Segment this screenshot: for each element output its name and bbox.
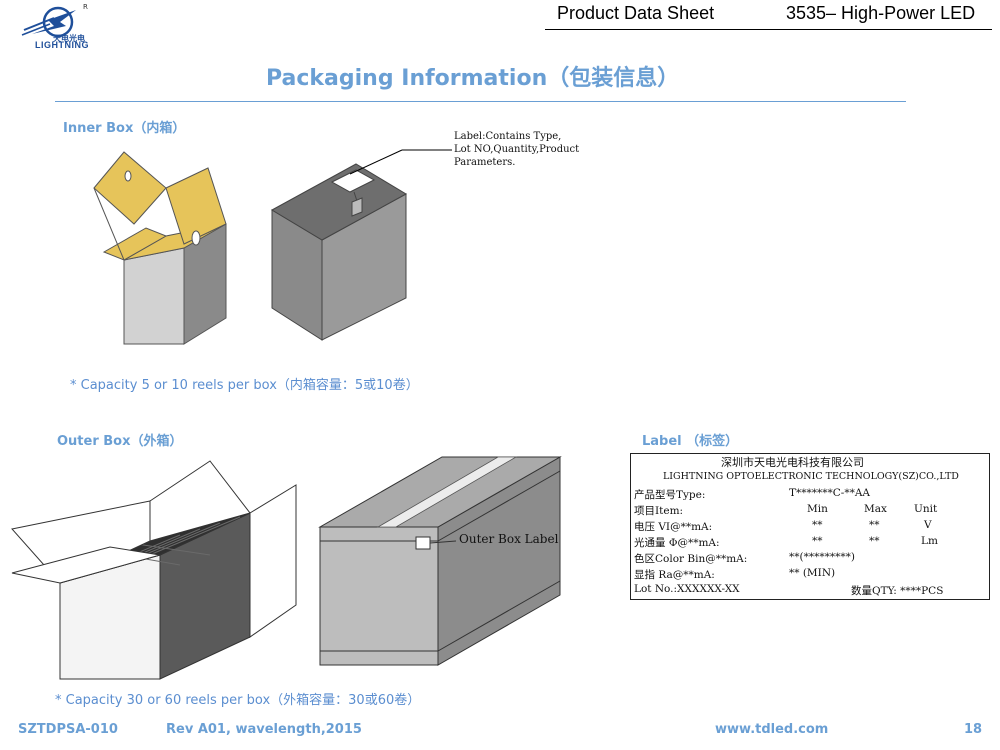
footer-website[interactable]: www.tdled.com xyxy=(715,722,829,737)
inner-box-closed-illustration xyxy=(270,163,408,341)
label-voltage-unit: V xyxy=(924,519,932,531)
label-ra-value: ** (MIN) xyxy=(789,567,836,579)
label-row-flux: 光通量 Φ@**mA: ** ** Lm xyxy=(631,535,989,551)
lightning-logo-icon xyxy=(21,6,76,38)
label-flux-name: 光通量 Φ@**mA: xyxy=(634,537,720,549)
label-voltage-max: ** xyxy=(869,519,880,531)
label-ra-label: 显指 Ra@**mA: xyxy=(634,569,715,581)
label-lot: Lot No.:XXXXXX-XX xyxy=(634,583,740,595)
label-row-color-bin: 色区Color Bin@**mA: **(*********) xyxy=(631,551,989,567)
label-company-en: LIGHTNING OPTOELECTRONIC TECHNOLOGY(SZ)C… xyxy=(663,471,959,482)
callout-line: Label:Contains Type, xyxy=(454,131,562,142)
label-heading: Label （标签） xyxy=(642,434,739,449)
header-rule xyxy=(545,29,992,30)
logo-registered-mark: R xyxy=(83,3,88,11)
logo-chinese-name: 天电光电 xyxy=(53,34,85,43)
label-type-label: 产品型号Type: xyxy=(634,489,706,501)
label-item-unit: Unit xyxy=(914,503,938,515)
label-row-ra: 显指 Ra@**mA: ** (MIN) xyxy=(631,567,989,583)
inner-box-capacity-caption: * Capacity 5 or 10 reels per box（内箱容量：5或… xyxy=(70,378,419,393)
label-item-name: 项目Item: xyxy=(634,505,684,517)
product-name: 3535– High-Power LED xyxy=(786,3,976,23)
label-voltage-min: ** xyxy=(812,519,823,531)
label-color-value: **(*********) xyxy=(789,551,855,563)
label-row-item-header: 项目Item: Min Max Unit xyxy=(631,503,989,519)
label-row-type: 产品型号Type: T*******C-**AA xyxy=(631,487,989,503)
label-row-company-cn: 深圳市天电光电科技有限公司 xyxy=(631,454,989,470)
callout-line: Lot NO,Quantity,Product xyxy=(454,144,580,155)
label-item-min: Min xyxy=(807,503,828,515)
logo-english-name: LIGHTNING xyxy=(35,40,89,50)
outer-box-capacity-caption: * Capacity 30 or 60 reels per box（外箱容量：3… xyxy=(55,693,421,708)
footer-page-number: 18 xyxy=(964,722,983,737)
label-type-value: T*******C-**AA xyxy=(789,487,871,499)
footer-doc-code: SZTDPSA-010 xyxy=(18,722,118,737)
outer-box-closed-illustration xyxy=(318,456,562,666)
outer-box-open-illustration xyxy=(11,460,297,680)
label-item-max: Max xyxy=(864,503,887,515)
product-label-sample: 深圳市天电光电科技有限公司 LIGHTNING OPTOELECTRONIC T… xyxy=(630,453,990,600)
label-flux-max: ** xyxy=(869,535,880,547)
footer-revision: Rev A01, wavelength,2015 xyxy=(166,722,362,737)
label-row-voltage: 电压 VI@**mA: ** ** V xyxy=(631,519,989,535)
label-color-label: 色区Color Bin@**mA: xyxy=(634,553,748,565)
label-row-lot: Lot No.:XXXXXX-XX 数量QTY: ****PCS xyxy=(631,583,989,599)
label-company-cn: 深圳市天电光电科技有限公司 xyxy=(721,456,864,469)
page-title: Packaging Information（包装信息） xyxy=(266,66,680,91)
outer-box-heading: Outer Box（外箱） xyxy=(57,434,183,449)
label-voltage-name: 电压 VI@**mA: xyxy=(634,521,713,533)
callout-line: Parameters. xyxy=(454,157,516,168)
label-flux-unit: Lm xyxy=(921,535,938,547)
doc-title: Product Data Sheet xyxy=(557,3,715,23)
label-flux-min: ** xyxy=(812,535,823,547)
title-rule xyxy=(55,101,906,102)
inner-box-label-leader-line xyxy=(349,149,452,175)
label-qty: 数量QTY: ****PCS xyxy=(851,585,944,597)
company-logo xyxy=(14,4,109,52)
label-row-company-en: LIGHTNING OPTOELECTRONIC TECHNOLOGY(SZ)C… xyxy=(631,471,989,487)
inner-box-heading: Inner Box（内箱） xyxy=(63,121,186,136)
inner-box-open-illustration xyxy=(93,151,227,345)
inner-box-callout: Label:Contains Type, Lot NO,Quantity,Pro… xyxy=(454,130,579,169)
outer-box-label-callout: Outer Box Label xyxy=(459,532,559,546)
